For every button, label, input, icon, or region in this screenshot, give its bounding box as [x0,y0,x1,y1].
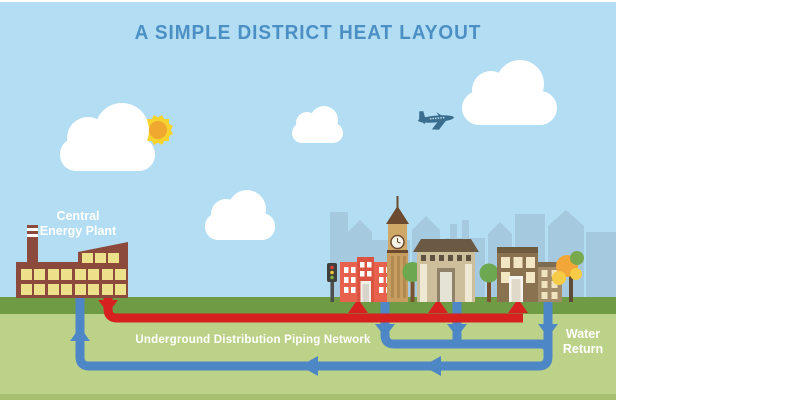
water-return-line1: Water [565,327,601,341]
scene [0,2,616,400]
piping-network-label: Underground Distribution Piping Network [135,334,371,346]
central-energy-plant-label: Central Energy Plant [22,209,134,239]
classical-building-icon [413,239,479,302]
cloud-icon [60,103,155,171]
cloud-icon [292,106,343,143]
arrow-down-icon [375,324,395,337]
autumn-tree-icon [552,251,584,302]
tree-icon [479,263,499,302]
cloud-icon [462,60,557,125]
ground-bottom-strip [0,394,616,400]
traffic-light-icon [327,263,337,302]
column [420,264,427,302]
chimney-icon [27,225,38,265]
factory-icon [16,225,128,298]
supply-pipes [98,296,528,323]
water-return-line2: Return [562,342,604,356]
arrow-up-icon [348,299,368,313]
door [440,272,452,302]
sun-icon [142,114,174,146]
brown-building-icon [497,247,538,302]
arrow-down-icon [98,300,118,313]
arrow-up-icon [70,327,90,341]
arrow-down-icon [538,324,558,337]
chimney-stripe [27,228,38,231]
airplane-icon [418,111,454,130]
arrow-up-icon [508,299,528,313]
chimney-stripe [27,234,38,237]
plant-label-line1: Central [56,209,100,223]
underground [0,314,616,396]
plant-label-line2: Energy Plant [39,224,117,238]
arrow-left-icon [423,356,441,376]
arrow-down-icon [447,324,467,337]
column [465,264,472,302]
arrow-left-icon [300,356,318,376]
water-return-label: Water Return [556,327,610,357]
cloud-icon [205,190,275,240]
factory-windows [21,253,126,295]
arrow-up-icon [428,299,448,313]
diagram-title: A SIMPLE DISTRICT HEAT LAYOUT [134,22,482,44]
